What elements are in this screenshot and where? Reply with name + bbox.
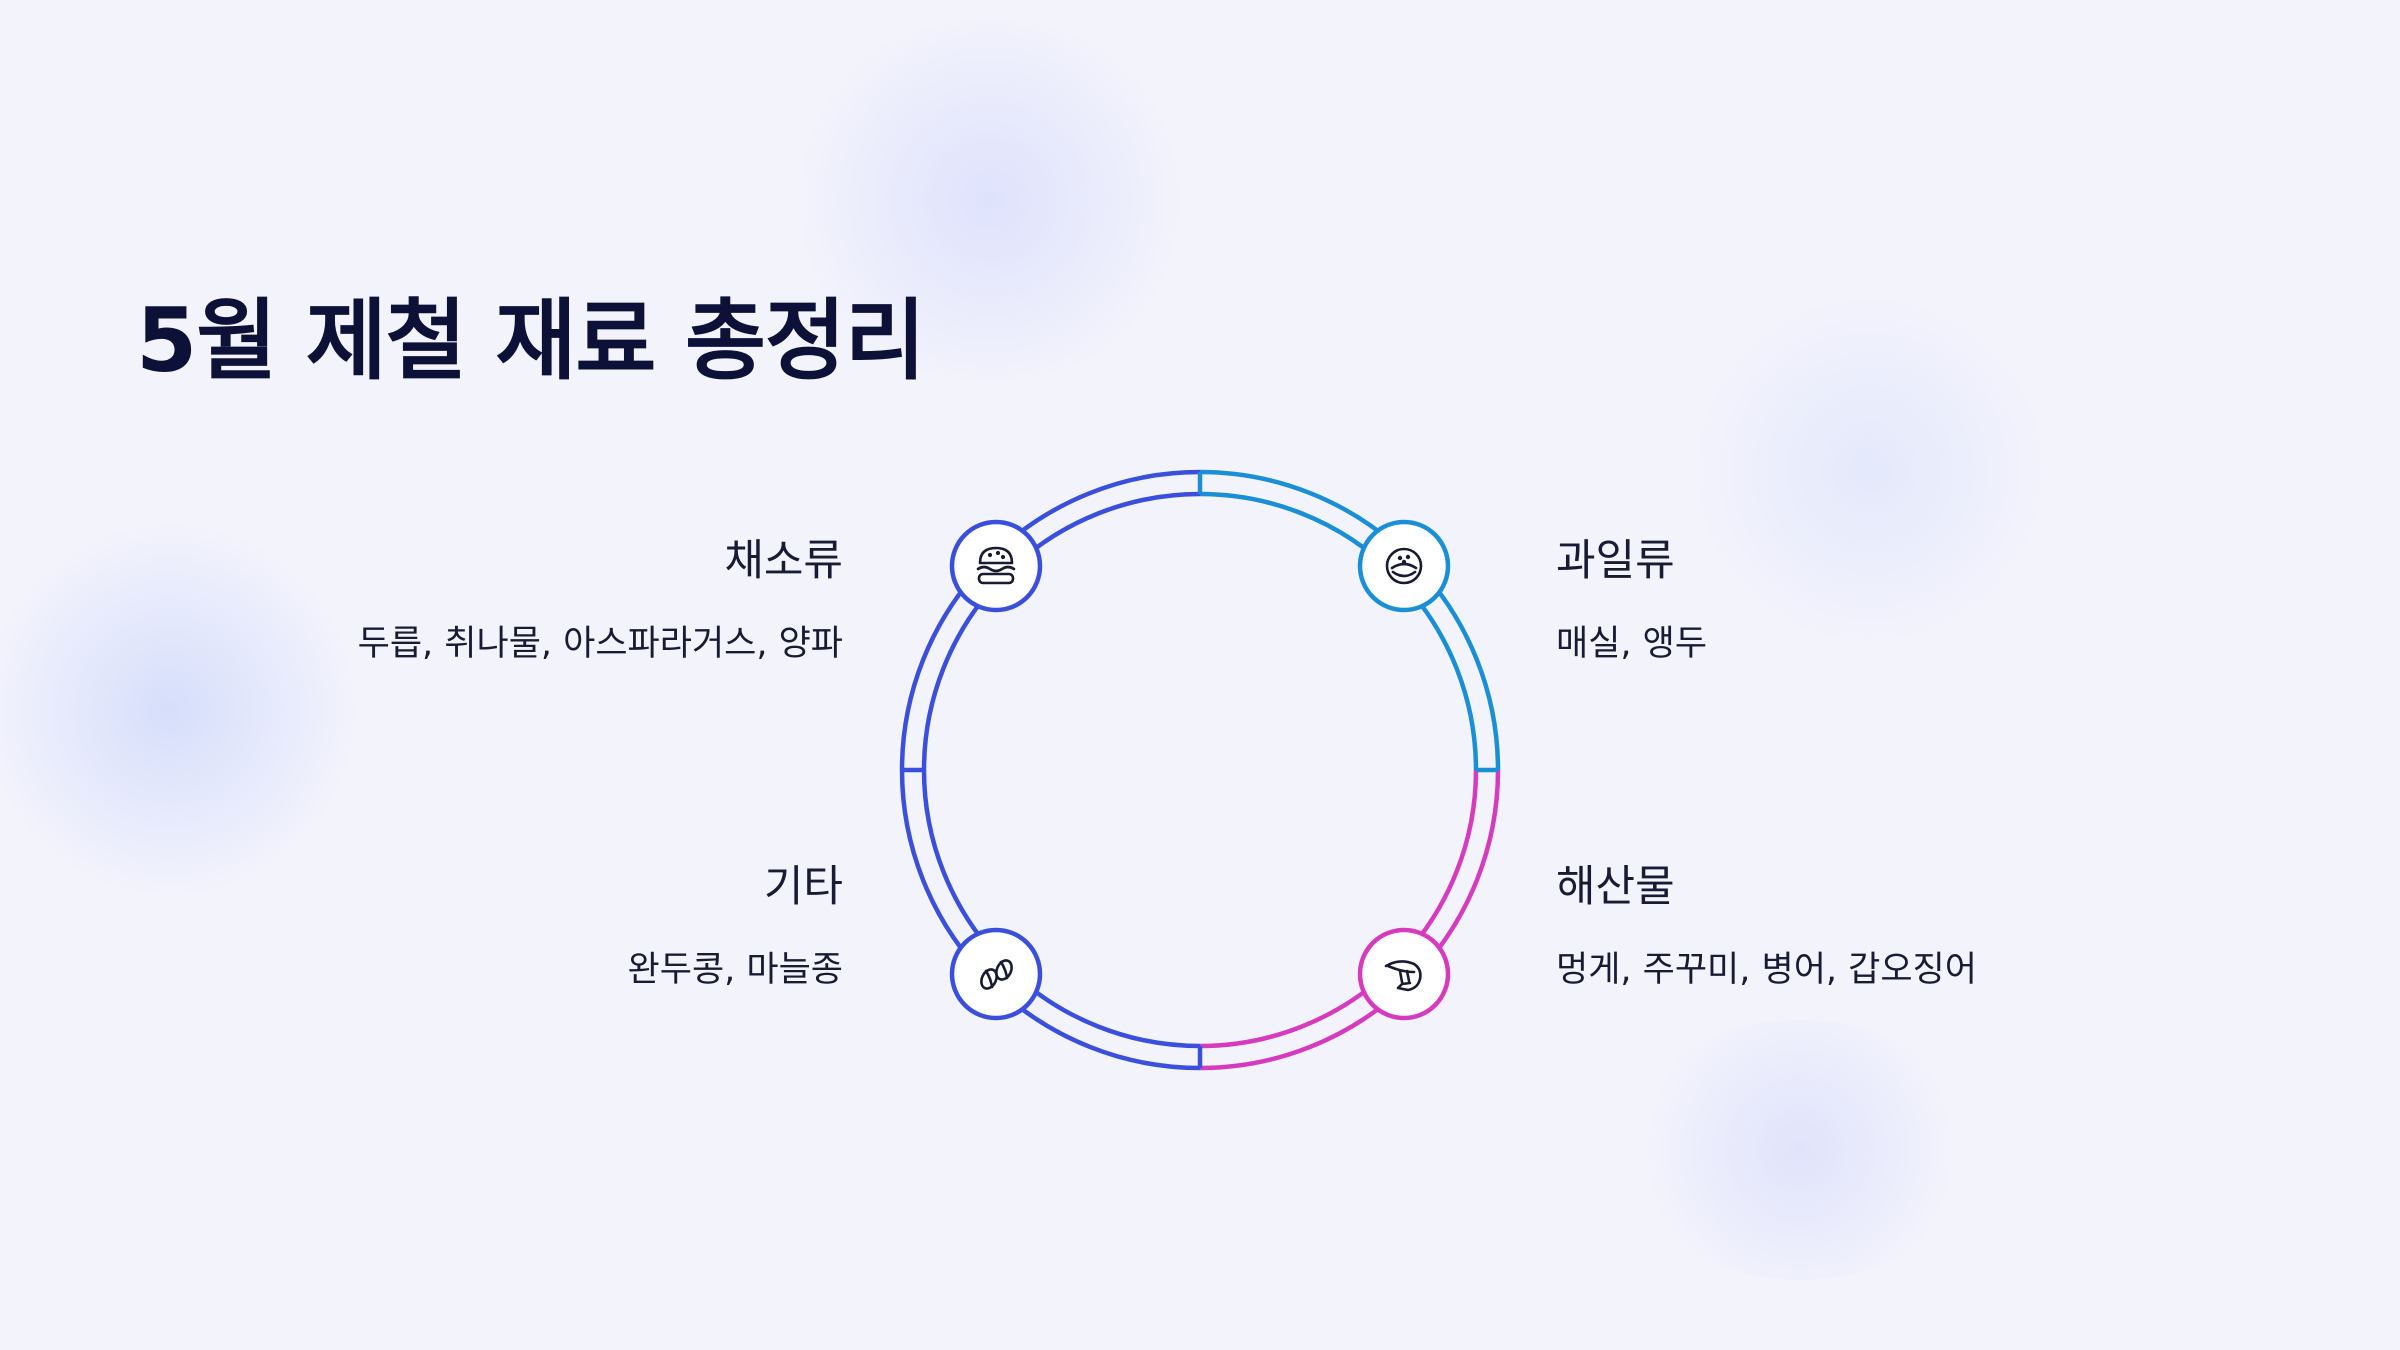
node-fruits[interactable] bbox=[1357, 519, 1451, 613]
category-items-vegetables: 두릅, 취나물, 아스파라거스, 양파 bbox=[357, 624, 843, 664]
burger-icon bbox=[976, 546, 1016, 585]
category-items-seafood: 멍게, 주꾸미, 병어, 갑오징어 bbox=[1556, 950, 1977, 990]
ring-arc-seafood bbox=[1199, 769, 1501, 1071]
beans-icon bbox=[980, 959, 1013, 990]
category-items-fruits: 매실, 앵두 bbox=[1556, 624, 1708, 664]
ring-arc-fruits bbox=[1199, 469, 1501, 771]
category-items-others: 완두콩, 마늘종 bbox=[627, 950, 843, 990]
node-others[interactable] bbox=[949, 927, 1043, 1021]
node-vegetables[interactable] bbox=[949, 519, 1043, 613]
ring-arc-vegetables bbox=[899, 469, 1201, 771]
page-title: 5월 제철 재료 총정리 bbox=[136, 289, 926, 392]
shrimp-icon bbox=[1384, 960, 1422, 992]
ring-arc-others bbox=[899, 769, 1201, 1071]
category-title-seafood: 해산물 bbox=[1556, 862, 1675, 912]
category-title-others: 기타 bbox=[763, 862, 843, 912]
fruit-bowl-icon bbox=[1385, 547, 1423, 585]
category-title-fruits: 과일류 bbox=[1556, 536, 1675, 586]
category-title-vegetables: 채소류 bbox=[724, 536, 843, 586]
node-seafood[interactable] bbox=[1357, 927, 1451, 1021]
